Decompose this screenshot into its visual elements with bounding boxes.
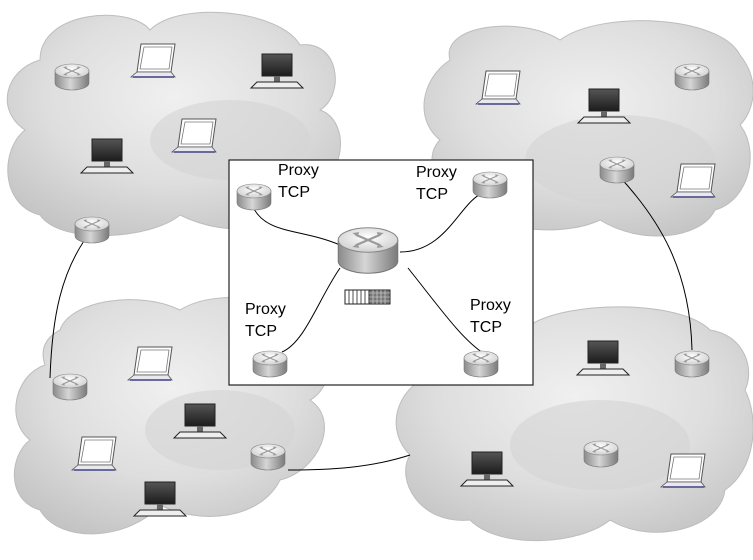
- router-icon: [52, 373, 88, 401]
- central-router-icon: [337, 226, 399, 275]
- link-bottom: [287, 454, 411, 471]
- proxy-label-line2: TCP: [245, 323, 277, 340]
- link-left: [49, 229, 93, 379]
- router-icon: [54, 63, 90, 91]
- proxy-label-line1: Proxy: [278, 162, 319, 179]
- proxy-router-icon: [236, 183, 272, 211]
- proxy-label-line1: Proxy: [470, 297, 511, 314]
- proxy-label-line1: Proxy: [416, 164, 457, 181]
- proxy-label-top-right: Proxy TCP: [416, 164, 457, 203]
- router-icon: [250, 443, 286, 471]
- proxy-label-line2: TCP: [470, 319, 502, 336]
- proxy-label-top-left: Proxy TCP: [278, 162, 319, 201]
- proxy-label-bottom-left: Proxy TCP: [245, 301, 286, 340]
- proxy-label-line2: TCP: [416, 186, 448, 203]
- proxy-router-icon: [472, 171, 508, 199]
- proxy-router-icon: [252, 350, 288, 378]
- router-icon: [583, 440, 619, 468]
- proxy-router-icon: [463, 350, 499, 378]
- inner-links: [251, 191, 487, 356]
- queue-buffer-icon: [344, 289, 391, 305]
- router-icon: [674, 63, 710, 91]
- proxy-label-line1: Proxy: [245, 301, 286, 318]
- router-icon: [674, 350, 710, 378]
- proxy-label-bottom-right: Proxy TCP: [470, 297, 511, 336]
- link-right: [617, 174, 693, 351]
- router-icon: [74, 216, 110, 244]
- proxy-label-line2: TCP: [278, 184, 310, 201]
- router-icon: [599, 156, 635, 184]
